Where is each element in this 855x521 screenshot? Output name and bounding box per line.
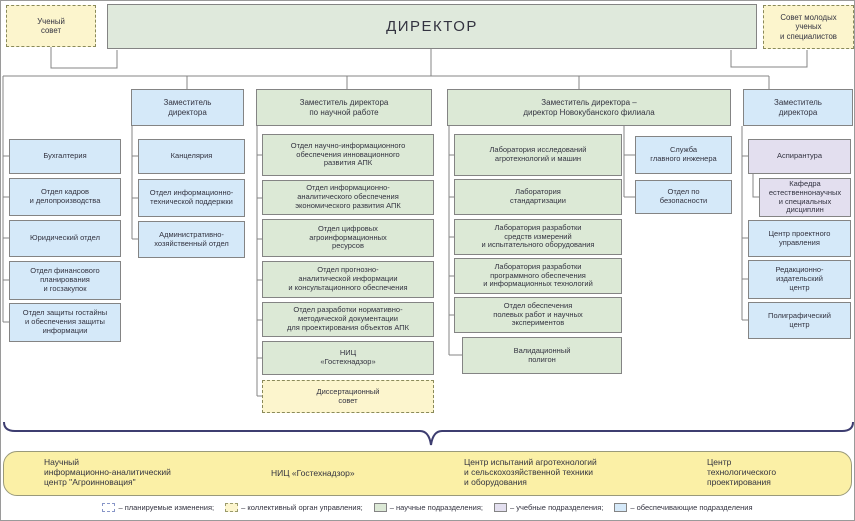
box-admin-household: Административно- хозяйственный отдел: [138, 221, 245, 258]
legend-item-support: – обеспечивающие подразделения: [614, 503, 753, 512]
brace: [3, 421, 854, 446]
planned-swatch-icon: [102, 503, 116, 512]
bar-item-nic-gostekhnadzor: НИЦ «Гостехнадзор»: [271, 468, 355, 478]
box-project-management-center: Центр проектного управления: [748, 220, 851, 257]
header-deputy-right: Заместитель директора: [743, 89, 853, 126]
box-academic-council: Ученый совет: [6, 5, 96, 47]
legend-item-science: – научные подразделения;: [373, 503, 483, 512]
box-editorial-center: Редакционно- издательский центр: [748, 260, 851, 299]
legend-label: – учебные подразделения;: [509, 503, 604, 512]
box-chancellery: Канцелярия: [138, 139, 245, 174]
legend-item-planned: – планируемые изменения;: [102, 503, 214, 512]
box-field-works: Отдел обеспечения полевых работ и научны…: [454, 297, 622, 333]
box-legal-dept: Юридический отдел: [9, 220, 121, 257]
legend-label: – научные подразделения;: [389, 503, 483, 512]
collegial-swatch-icon: [225, 503, 239, 512]
box-lab-standardization: Лаборатория стандартизации: [454, 179, 622, 215]
box-lab-agrotech-research: Лаборатория исследований агротехнологий …: [454, 134, 622, 176]
legend-label: – обеспечивающие подразделения: [630, 503, 753, 512]
planned-changes-bar: [3, 451, 852, 496]
box-finance-planning: Отдел финансового планирования и госзаку…: [9, 261, 121, 300]
legend-item-education: – учебные подразделения;: [493, 503, 604, 512]
education-swatch-icon: [493, 503, 507, 512]
science-swatch-icon: [373, 503, 387, 512]
box-normative-docs: Отдел разработки нормативно- методическо…: [262, 302, 434, 337]
box-young-scientists-council: Совет молодых ученых и специалистов: [763, 5, 854, 49]
box-lab-software: Лаборатория разработки программного обес…: [454, 258, 622, 294]
box-forecast-analytic: Отдел прогнозно- аналитической информаци…: [262, 261, 434, 298]
box-sci-info-apk: Отдел научно-информационного обеспечения…: [262, 134, 434, 176]
legend-label: – коллективный орган управления;: [241, 503, 363, 512]
box-digital-agro-resources: Отдел цифровых агроинформационных ресурс…: [262, 219, 434, 257]
legend: – планируемые изменения; – коллективный …: [1, 503, 854, 512]
box-hr-records: Отдел кадров и делопроизводства: [9, 178, 121, 216]
legend-label: – планируемые изменения;: [118, 503, 215, 512]
box-accounting: Бухгалтерия: [9, 139, 121, 174]
box-postgraduate: Аспирантура: [748, 139, 851, 174]
bar-item-tech-design-center: Центр технологического проектирования: [707, 457, 777, 487]
box-chief-engineer-service: Служба главного инженера: [635, 136, 732, 174]
legend-item-collegial: – коллективный орган управления;: [225, 503, 363, 512]
box-natural-sciences-chair: Кафедра естественнонаучных и специальных…: [759, 178, 851, 217]
bar-item-agroinnovation-center: Научный информационно-аналитический цент…: [44, 457, 171, 487]
bar-item-agrotech-testing-center: Центр испытаний агротехнологий и сельско…: [464, 457, 597, 487]
header-deputy-science: Заместитель директора по научной работе: [256, 89, 432, 126]
box-info-analytic-econ: Отдел информационно- аналитического обес…: [262, 180, 434, 215]
box-lab-measurement: Лаборатория разработки средств измерений…: [454, 219, 622, 255]
box-nic-gostekhnadzor: НИЦ «Гостехнадзор»: [262, 341, 434, 375]
box-state-secrets: Отдел защиты гостайны и обеспечения защи…: [9, 303, 121, 342]
support-swatch-icon: [614, 503, 628, 512]
box-director: ДИРЕКТОР: [107, 4, 757, 49]
box-security-dept: Отдел по безопасности: [635, 180, 732, 214]
box-validation-polygon: Валидационный полигон: [462, 337, 622, 374]
header-deputy-branch-director: Заместитель директора – директор Новокуб…: [447, 89, 731, 126]
box-dissertation-council: Диссертационный совет: [262, 380, 434, 413]
header-deputy-admin: Заместитель директора: [131, 89, 244, 126]
box-it-support: Отдел информационно- технической поддерж…: [138, 179, 245, 217]
box-printing-center: Полиграфический центр: [748, 302, 851, 339]
